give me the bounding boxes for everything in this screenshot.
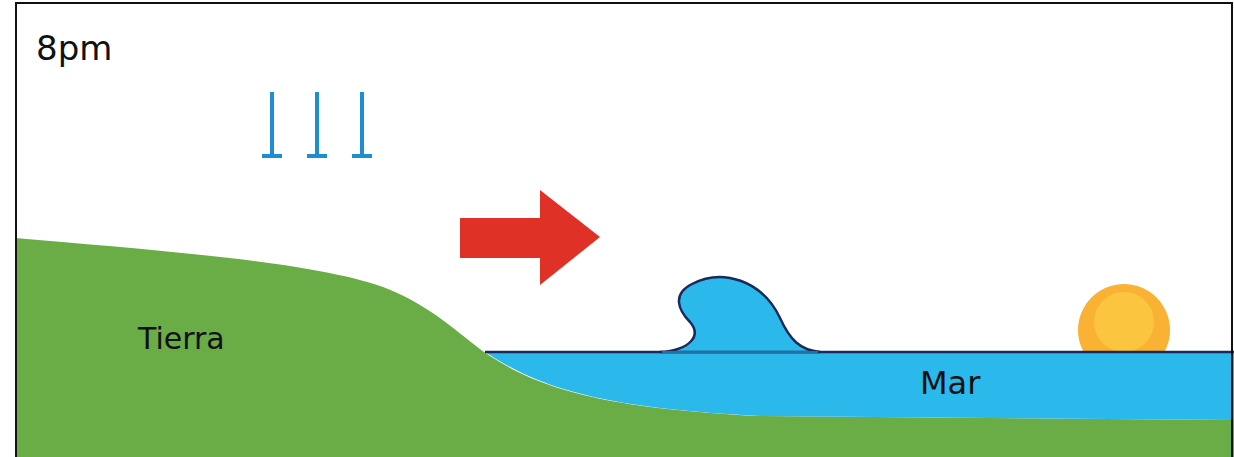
- frame: [16, 3, 1232, 457]
- sea: [485, 352, 1234, 420]
- wave: [660, 277, 820, 352]
- region-label: Tierra: [138, 322, 225, 355]
- breeze-arrow: [460, 190, 600, 285]
- time-label: 8pm: [36, 30, 112, 67]
- land: [15, 238, 1234, 457]
- sinking-air-arrows: [262, 92, 372, 156]
- sea-surface: [485, 351, 1234, 354]
- wave-base: [662, 352, 818, 353]
- sun-glow: [1094, 292, 1154, 352]
- region-label: Mar: [920, 366, 980, 401]
